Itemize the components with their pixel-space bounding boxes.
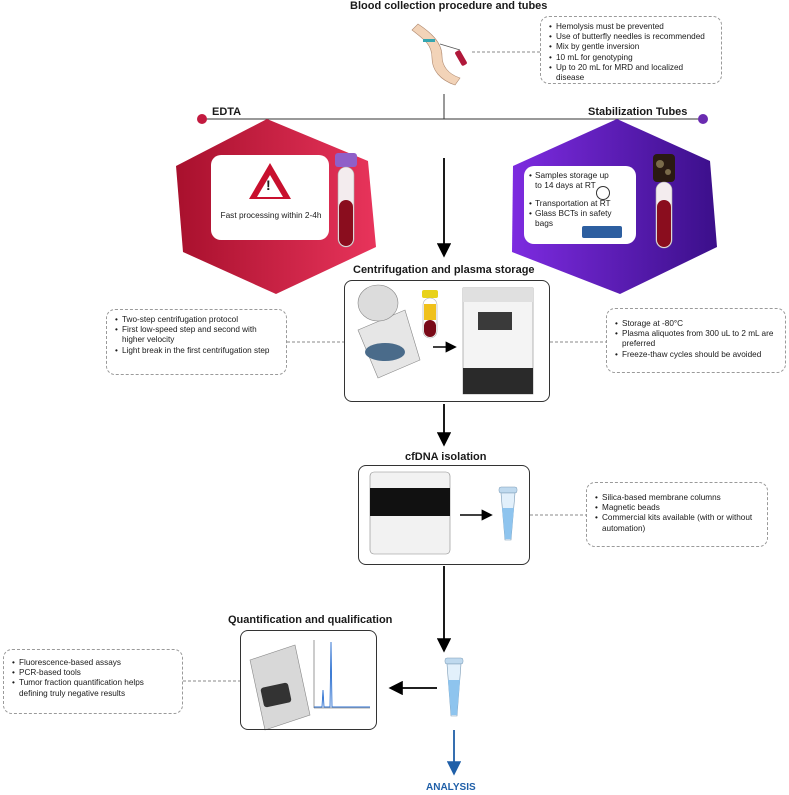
note-item: 10 mL for genotyping xyxy=(549,53,713,63)
note-item: PCR-based tools xyxy=(12,668,174,678)
eppendorf-tube-2-icon xyxy=(444,657,464,717)
edta-card-text: Fast processing within 2-4h xyxy=(220,210,322,220)
centrifugation-box xyxy=(344,280,550,402)
note-item: Samples storage up to 14 days at RT xyxy=(529,170,631,190)
note-item: Storage at -80°C xyxy=(615,319,777,329)
note-item: Fluorescence-based assays xyxy=(12,658,174,668)
stabilization-card: Samples storage up to 14 days at RT Tran… xyxy=(524,166,636,244)
note-item: Use of butterfly needles is recommended xyxy=(549,32,713,42)
centrifugation-title: Centrifugation and plasma storage xyxy=(353,264,535,276)
edta-tube-icon xyxy=(335,153,357,248)
note-item: Magnetic beads xyxy=(595,503,759,513)
note-item: Transportation at RT xyxy=(529,198,631,208)
note-item: Light break in the first centrifugation … xyxy=(115,346,278,356)
note-item: Up to 20 mL for MRD and localized diseas… xyxy=(549,63,713,83)
note-item: Commercial kits available (with or witho… xyxy=(595,513,759,533)
quant-notes: Fluorescence-based assays PCR-based tool… xyxy=(3,649,183,714)
cfdna-box xyxy=(358,465,530,565)
note-item: Mix by gentle inversion xyxy=(549,42,713,52)
note-item: Silica-based membrane columns xyxy=(595,493,759,503)
note-item: Tumor fraction quantification helps defi… xyxy=(12,678,174,698)
quant-box xyxy=(240,630,377,730)
note-item: Hemolysis must be prevented xyxy=(549,22,713,32)
cfdna-notes: Silica-based membrane columns Magnetic b… xyxy=(586,482,768,547)
note-item: Freeze-thaw cycles should be avoided xyxy=(615,350,777,360)
stabilization-label: Stabilization Tubes xyxy=(588,106,688,118)
blood-notes: Hemolysis must be prevented Use of butte… xyxy=(540,16,722,84)
centrifugation-left-notes: Two-step centrifugation protocol First l… xyxy=(106,309,287,375)
note-item: Glass BCTs in safety bags xyxy=(529,208,631,228)
note-item: Plasma aliquotes from 300 uL to 2 mL are… xyxy=(615,329,777,349)
blood-draw-icon xyxy=(407,22,472,94)
stabilization-tube-icon xyxy=(653,154,675,249)
stabilization-dot xyxy=(698,114,708,124)
quant-title: Quantification and qualification xyxy=(228,614,393,626)
timer-icon xyxy=(596,186,610,200)
note-item: First low-speed step and second with hig… xyxy=(115,325,278,345)
cfdna-title: cfDNA isolation xyxy=(405,451,487,463)
blood-collection-title: Blood collection procedure and tubes xyxy=(350,0,548,12)
edta-card: ! Fast processing within 2-4h xyxy=(211,155,329,240)
analysis-label: ANALYSIS xyxy=(426,782,476,793)
truck-icon xyxy=(582,226,622,238)
edta-label: EDTA xyxy=(212,106,242,118)
edta-dot xyxy=(197,114,207,124)
note-item: Two-step centrifugation protocol xyxy=(115,315,278,325)
centrifugation-right-notes: Storage at -80°C Plasma aliquotes from 3… xyxy=(606,308,786,373)
